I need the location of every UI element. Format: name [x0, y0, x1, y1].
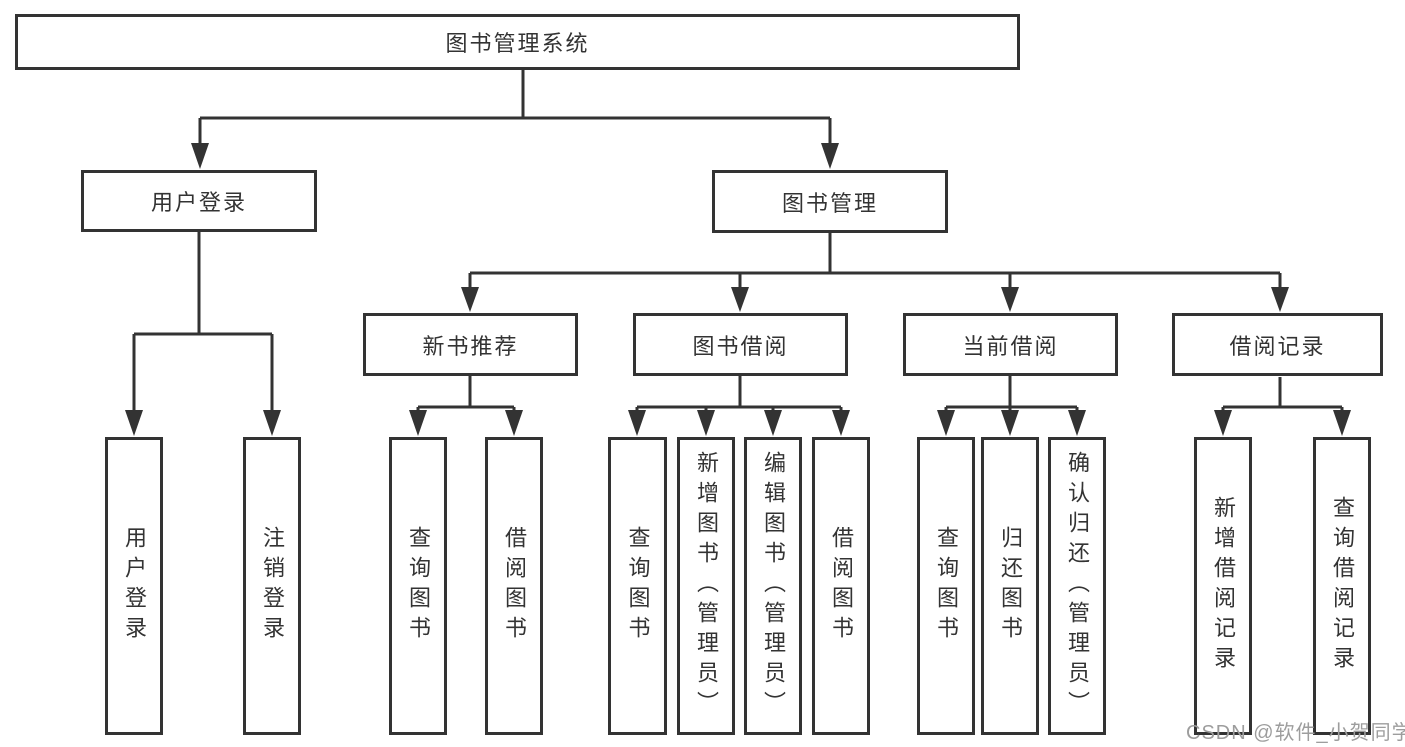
leaf-query-books-borrow: 查询图书 [608, 437, 667, 735]
node-current-borrow: 当前借阅 [903, 313, 1118, 376]
node-user-login-label: 用户登录 [150, 190, 247, 215]
arrowhead [832, 410, 850, 436]
connector-current-to-leaves [944, 376, 1079, 414]
connector-borrow-to-leaves [635, 376, 843, 414]
connector-newbook-to-leaves [416, 376, 516, 414]
arrowhead [937, 410, 955, 436]
leaf-add-book-admin: 新增图书（管理员） [677, 437, 735, 735]
node-book-borrow-label: 图书借阅 [692, 333, 789, 359]
leaf-borrow-books: 借阅图书 [812, 437, 870, 735]
arrowhead [1001, 410, 1019, 436]
node-root-label: 图书管理系统 [445, 31, 590, 56]
node-book-borrow: 图书借阅 [633, 313, 848, 376]
node-book-management: 图书管理 [712, 170, 948, 233]
arrowhead [1271, 287, 1289, 312]
arrowhead [697, 410, 715, 436]
node-new-book-recommend: 新书推荐 [363, 313, 578, 376]
connector-root-to-level2 [198, 70, 832, 146]
arrowhead [409, 410, 427, 436]
arrowhead [821, 143, 839, 169]
leaf-return-book: 归还图书 [981, 437, 1039, 735]
arrowhead [263, 410, 281, 436]
arrowhead [628, 410, 646, 436]
arrowhead [505, 410, 523, 436]
arrowhead [461, 287, 479, 312]
leaf-query-books-current: 查询图书 [917, 437, 975, 735]
arrowhead [1068, 410, 1086, 436]
leaf-confirm-return-admin: 确认归还（管理员） [1048, 437, 1106, 735]
leaf-query-borrow-record-label: 查询借阅记录 [1330, 496, 1355, 676]
leaf-return-book-label: 归还图书 [998, 526, 1023, 646]
node-new-book-recommend-label: 新书推荐 [422, 333, 519, 359]
leaf-user-login: 用户登录 [105, 437, 163, 735]
node-book-management-label: 图书管理 [781, 190, 878, 216]
watermark-text: CSDN @软件_小贺同学 [1186, 722, 1405, 744]
leaf-edit-book-admin: 编辑图书（管理员） [744, 437, 802, 735]
connector-userlogin-to-leaves [132, 232, 274, 414]
leaf-borrow-books-recommend-label: 借阅图书 [502, 526, 527, 646]
leaf-user-login-label: 用户登录 [122, 526, 147, 646]
node-borrow-records: 借阅记录 [1172, 313, 1383, 376]
connector-bookmgmt-to-level3 [468, 233, 1282, 290]
leaf-logout-label: 注销登录 [260, 526, 285, 646]
arrowhead [1001, 287, 1019, 312]
leaf-borrow-books-recommend: 借阅图书 [485, 437, 543, 735]
node-user-login: 用户登录 [81, 170, 317, 232]
arrowhead [125, 410, 143, 436]
leaf-edit-book-admin-label: 编辑图书（管理员） [761, 451, 786, 721]
leaf-query-books-recommend: 查询图书 [389, 437, 447, 735]
arrowhead [764, 410, 782, 436]
leaf-add-book-admin-label: 新增图书（管理员） [694, 451, 719, 721]
connector-records-to-leaves [1221, 377, 1344, 414]
leaf-add-borrow-record-label: 新增借阅记录 [1211, 496, 1236, 676]
arrowhead [731, 287, 749, 312]
arrowhead [191, 143, 209, 169]
node-current-borrow-label: 当前借阅 [962, 333, 1059, 359]
arrowhead [1333, 410, 1351, 436]
leaf-logout: 注销登录 [243, 437, 301, 735]
leaf-query-borrow-record: 查询借阅记录 [1313, 437, 1371, 735]
node-borrow-records-label: 借阅记录 [1229, 333, 1326, 359]
leaf-confirm-return-admin-label: 确认归还（管理员） [1065, 451, 1090, 721]
node-root: 图书管理系统 [15, 14, 1020, 70]
leaf-query-books-current-label: 查询图书 [934, 526, 959, 646]
leaf-add-borrow-record: 新增借阅记录 [1194, 437, 1252, 735]
leaf-borrow-books-label: 借阅图书 [829, 526, 854, 646]
leaf-query-books-borrow-label: 查询图书 [625, 526, 651, 646]
arrowhead [1214, 410, 1232, 436]
leaf-query-books-recommend-label: 查询图书 [406, 526, 431, 646]
